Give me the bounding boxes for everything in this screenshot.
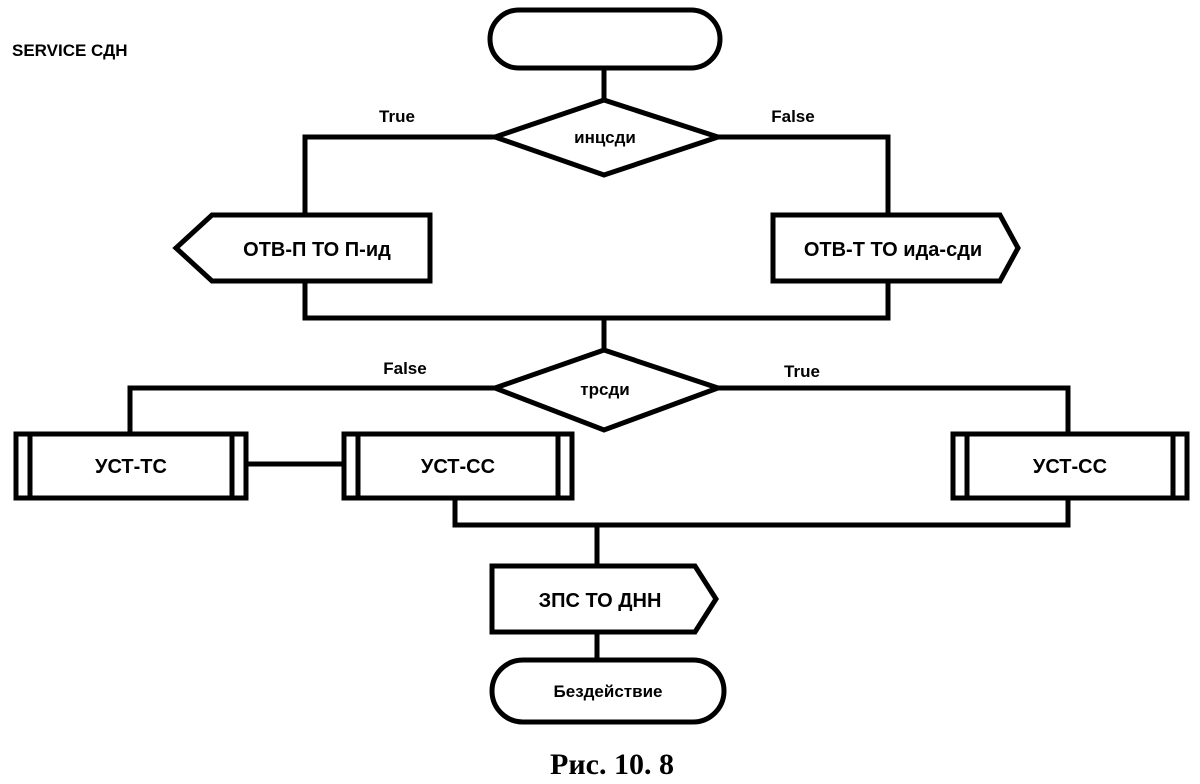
- decision-1-false-label: False: [771, 107, 814, 126]
- decision-2-label: трсди: [580, 380, 629, 399]
- connector-decision2-true: [715, 385, 1071, 437]
- start-terminator: [487, 7, 723, 71]
- end-terminator: Бездействие: [489, 657, 727, 725]
- decision-1-true-label: True: [379, 107, 415, 126]
- decision-2-false-label: False: [383, 359, 426, 378]
- diagram-title: SERVICE СДН: [12, 41, 128, 60]
- send-left-label: ОТВ-П ТО П-ид: [243, 239, 391, 261]
- process-middle-label: УСТ-СС: [421, 456, 495, 478]
- connector-decision1-true: [302, 134, 498, 218]
- figure-caption: Рис. 10. 8: [550, 748, 674, 781]
- send-right-shape: ОТВ-Т ТО ида-сди: [770, 212, 1021, 284]
- send-bottom-label: ЗПС ТО ДНН: [539, 590, 662, 612]
- process-right: УСТ-СС: [950, 431, 1190, 501]
- decision-2-true-label: True: [784, 362, 820, 381]
- decision-1-label: инцсди: [574, 128, 636, 147]
- decision-2: трсди: [487, 347, 726, 433]
- send-right-label: ОТВ-Т ТО ида-сди: [804, 239, 982, 261]
- connector-decision2-false: [127, 385, 498, 437]
- connector-merge1: [302, 278, 891, 321]
- process-left: УСТ-ТС: [13, 431, 249, 501]
- connectors: [127, 65, 1071, 663]
- connector-merge2: [452, 495, 1071, 528]
- send-left-shape: ОТВ-П ТО П-ид: [172, 212, 433, 284]
- process-right-label: УСТ-СС: [1033, 456, 1107, 478]
- send-bottom-shape: ЗПС ТО ДНН: [489, 563, 719, 635]
- decision-1: инцсди: [487, 97, 727, 178]
- end-label: Бездействие: [554, 682, 663, 701]
- process-left-label: УСТ-ТС: [95, 456, 167, 478]
- process-middle: УСТ-СС: [341, 431, 575, 501]
- connector-decision1-false: [715, 134, 891, 218]
